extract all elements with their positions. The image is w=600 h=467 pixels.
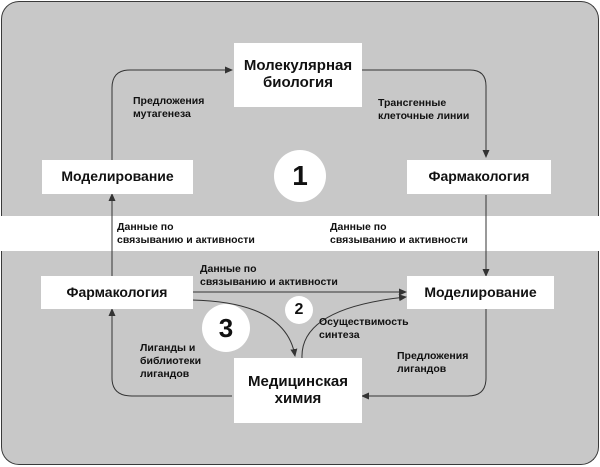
label-mutagenesis: Предложения мутагенеза (133, 95, 205, 120)
arrow-medchem-to-modeling (301, 294, 407, 359)
arrow-pharmacology-to-medchem (191, 299, 298, 357)
label-synthesis-feasibility: Осуществимость синтеза (319, 316, 409, 341)
label-transgenic: Трансгенные клеточные линии (378, 97, 470, 122)
arrow-modeling-to-medchem (361, 309, 487, 400)
cycle-number-2: 2 (285, 296, 313, 324)
label-binding-middle: Данные по связыванию и активности (200, 263, 338, 288)
box-pharmacology-bottom: Фармакология (41, 276, 193, 309)
arrow-molbio-to-pharmacology (362, 69, 490, 158)
box-pharmacology-top: Фармакология (407, 160, 551, 194)
arrow-medchem-to-pharmacology (108, 308, 232, 397)
cycle-number-1: 1 (274, 150, 326, 202)
box-modeling-top: Моделирование (42, 160, 193, 194)
box-molecular-biology: Молекулярная биология (234, 43, 362, 107)
arrow-modeling-to-molbio (111, 66, 233, 160)
label-binding-right: Данные по связыванию и активности (330, 221, 468, 246)
label-ligand-proposals: Предложения лигандов (397, 350, 469, 375)
label-binding-left: Данные по связыванию и активности (117, 221, 255, 246)
label-ligands-libraries: Лиганды и библиотеки лигандов (140, 342, 202, 380)
box-medicinal-chemistry: Медицинская химия (234, 358, 362, 423)
box-modeling-bottom: Моделирование (407, 276, 554, 309)
cycle-number-3: 3 (202, 304, 250, 352)
